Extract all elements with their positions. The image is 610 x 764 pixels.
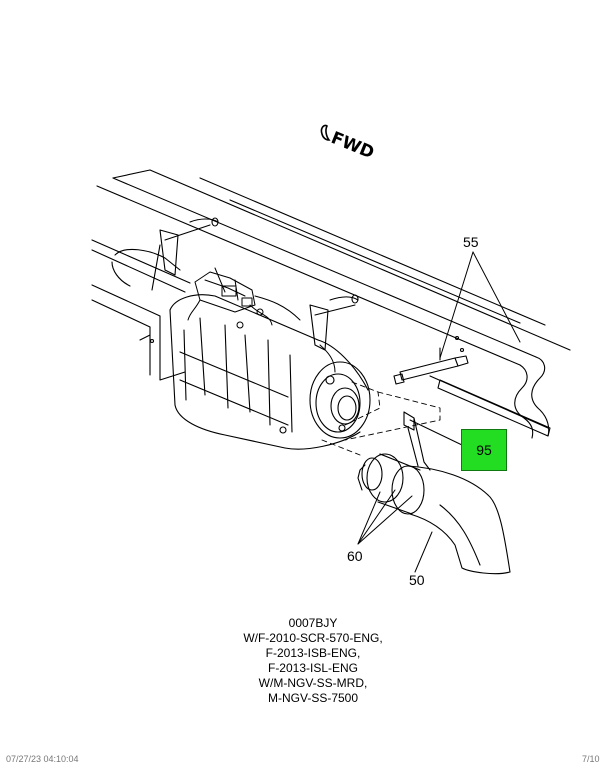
aftertreatment-canister bbox=[111, 248, 371, 450]
diagram-caption: 0007BJY W/F-2010-SCR-570-ENG, F-2013-ISB… bbox=[200, 616, 426, 706]
crossmember bbox=[91, 239, 191, 381]
caption-line: F-2013-ISL-ENG bbox=[267, 661, 359, 675]
forward-arrow-icon bbox=[320, 124, 331, 141]
part-55-rod bbox=[393, 335, 469, 385]
footer-page: 7/10 bbox=[582, 754, 600, 764]
footer-timestamp: 07/27/23 04:10:04 bbox=[6, 754, 79, 764]
part-50-exhaust-tube bbox=[357, 453, 511, 575]
part-95-bracket bbox=[403, 411, 431, 471]
caption-line: W/M-NGV-SS-MRD, bbox=[258, 676, 368, 690]
forward-direction-indicator: FWD bbox=[320, 124, 377, 163]
leader-lines bbox=[357, 251, 521, 573]
caption-line: 0007BJY bbox=[288, 616, 338, 630]
caption-line: F-2013-ISB-ENG, bbox=[265, 646, 361, 660]
assembly-dashed-lines bbox=[321, 381, 441, 456]
caption-line: W/F-2010-SCR-570-ENG, bbox=[243, 631, 383, 645]
frame-rail bbox=[96, 169, 571, 439]
callout-60[interactable]: 60 bbox=[347, 548, 363, 564]
callout-55[interactable]: 55 bbox=[463, 234, 479, 250]
sensor-module bbox=[187, 267, 336, 373]
callout-95: 95 bbox=[476, 442, 492, 458]
caption-line: M-NGV-SS-7500 bbox=[267, 691, 359, 705]
callout-50[interactable]: 50 bbox=[409, 572, 425, 588]
fwd-label: FWD bbox=[328, 128, 377, 163]
callout-95-highlight[interactable]: 95 bbox=[461, 429, 507, 471]
